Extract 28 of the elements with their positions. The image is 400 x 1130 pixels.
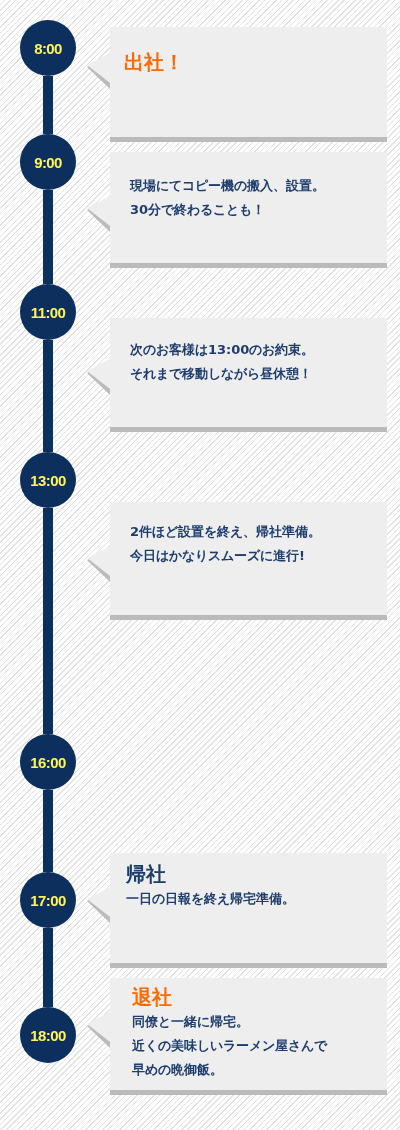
- card-text: 同僚と一緒に帰宅。近くの美味しいラーメン屋さんで早めの晩御飯。: [132, 1013, 327, 1079]
- time-circle: [20, 1007, 76, 1063]
- timeline-line: [43, 76, 53, 134]
- time-label: 16:00: [30, 753, 66, 771]
- time-circle: [20, 872, 76, 928]
- card-text: 次のお客様は13:00のお約束。それまで移動しながら昼休憩！: [130, 341, 315, 383]
- card-heading: 出社！: [124, 49, 184, 75]
- card-text: 2件ほど設置を終え、帰社準備。今日はかなりスムーズに進行!: [130, 523, 322, 565]
- timeline-line: [43, 340, 53, 452]
- time-label: 17:00: [30, 891, 66, 909]
- time-label: 8:00: [34, 39, 62, 57]
- timeline-line: [43, 928, 53, 1007]
- timeline-line: [43, 508, 53, 734]
- time-circle: [20, 134, 76, 190]
- card-text: 一日の日報を終え帰宅準備。: [126, 890, 295, 908]
- timeline-line: [43, 190, 53, 284]
- time-label: 9:00: [34, 153, 62, 171]
- time-circle: [20, 734, 76, 790]
- time-label: 11:00: [30, 303, 66, 321]
- time-circle: [20, 452, 76, 508]
- card-heading: 退社: [132, 984, 172, 1010]
- time-circle: [20, 284, 76, 340]
- timeline-line: [43, 790, 53, 872]
- time-circle: [20, 20, 76, 76]
- card-heading: 帰社: [126, 861, 166, 887]
- time-label: 18:00: [30, 1026, 66, 1044]
- time-label: 13:00: [30, 471, 66, 489]
- card-text: 現場にてコピー機の搬入、設置。30分で終わることも！: [130, 177, 325, 219]
